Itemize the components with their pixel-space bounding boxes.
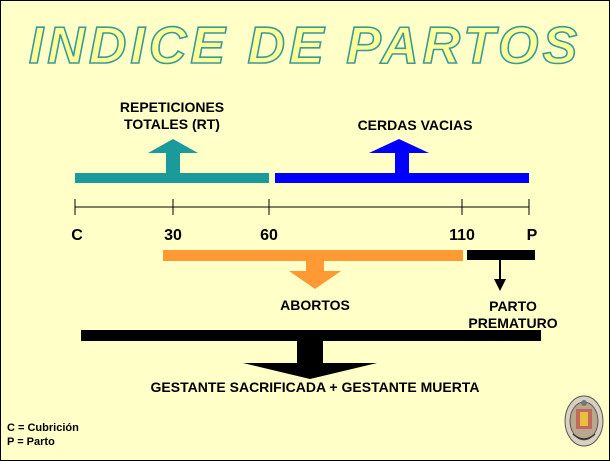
teal-bar xyxy=(75,173,269,183)
label-cerdas-vacias: CERDAS VACIAS xyxy=(357,117,473,133)
axis-label-110: 110 xyxy=(449,227,475,244)
orange-bar xyxy=(163,250,463,261)
axis-label-p: P xyxy=(526,227,538,244)
legend-cubricion: C = Cubrición xyxy=(7,422,79,434)
teal-arrow-shaft xyxy=(166,151,180,175)
gestante-arrow-shaft xyxy=(297,339,323,365)
prematuro-arrow-head xyxy=(494,279,506,291)
label-repeticiones: REPETICIONES TOTALES (RT) xyxy=(119,99,225,132)
prematuro-bar xyxy=(467,250,535,260)
gestante-bar xyxy=(81,330,541,341)
orange-arrow-shaft xyxy=(306,259,324,273)
axis-label-60: 60 xyxy=(260,227,278,244)
axis-label-30: 30 xyxy=(164,227,182,244)
title-graphic: INDICE DE PARTOS xyxy=(28,16,581,76)
label-gestante: GESTANTE SACRIFICADA + GESTANTE MUERTA xyxy=(150,379,480,395)
label-parto-prematuro: PARTO PREMATURO xyxy=(468,298,558,331)
legend-parto: P = Parto xyxy=(7,436,55,448)
orange-arrow-head xyxy=(289,271,341,289)
blue-bar xyxy=(275,173,529,183)
teal-arrow-head xyxy=(148,139,198,153)
gestante-arrow-head xyxy=(243,363,377,379)
axis-label-c: C xyxy=(71,227,83,244)
label-abortos: ABORTOS xyxy=(280,297,350,313)
slide-title: INDICE DE PARTOS xyxy=(29,17,581,75)
university-seal-icon xyxy=(564,395,604,447)
blue-arrow-shaft xyxy=(395,151,409,175)
blue-arrow-head xyxy=(369,139,429,153)
